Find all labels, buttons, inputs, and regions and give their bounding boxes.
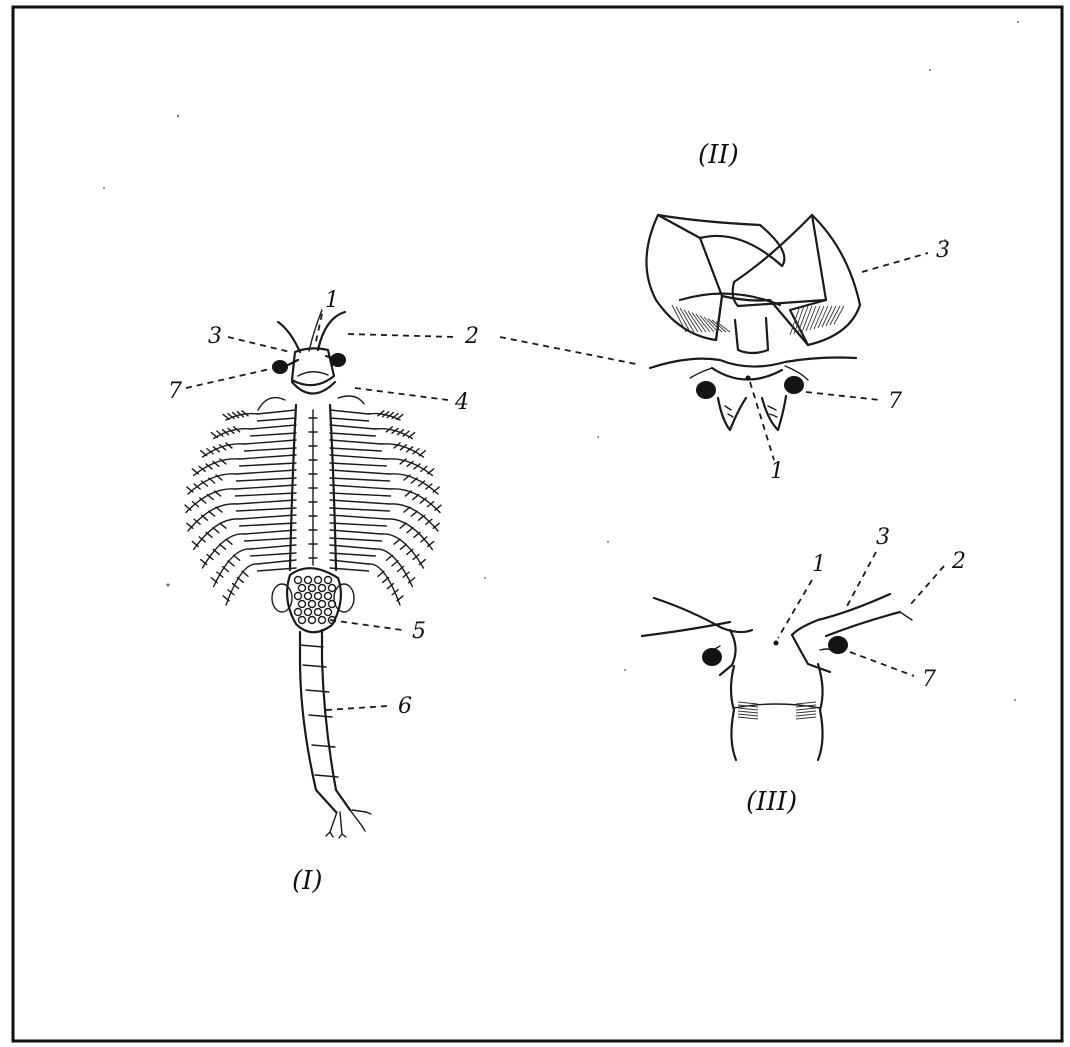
fig3-label-3: 3 [876, 525, 890, 550]
fig3-right-eye [828, 636, 848, 654]
fig1-label-5: 5 [412, 619, 426, 644]
figure-III-caption: (III) [746, 787, 797, 817]
fig3-label-2: 2 [951, 549, 966, 574]
fig1-label-4: 4 [454, 390, 469, 415]
fig1-left-eye [272, 360, 288, 374]
fig2-label-3: 3 [936, 238, 950, 263]
fig2-right-eye [784, 376, 804, 394]
fig3-label-1: 1 [812, 552, 826, 577]
figure-II-caption: (II) [698, 140, 739, 170]
fig2-left-eye [696, 381, 716, 399]
figure-frame [13, 7, 1062, 1041]
fig1-label-6: 6 [398, 694, 412, 719]
fig1-label-2: 2 [464, 324, 479, 349]
fig2-label-1: 1 [770, 459, 784, 484]
fig3-left-eye [702, 648, 722, 666]
figure-I-caption: (I) [292, 866, 323, 896]
fig2-label-7: 7 [888, 389, 902, 414]
fig1-label-7: 7 [168, 379, 182, 404]
fig1-label-3: 3 [208, 324, 222, 349]
fig3-label-7: 7 [922, 667, 936, 692]
fig1-label-1: 1 [325, 288, 339, 313]
